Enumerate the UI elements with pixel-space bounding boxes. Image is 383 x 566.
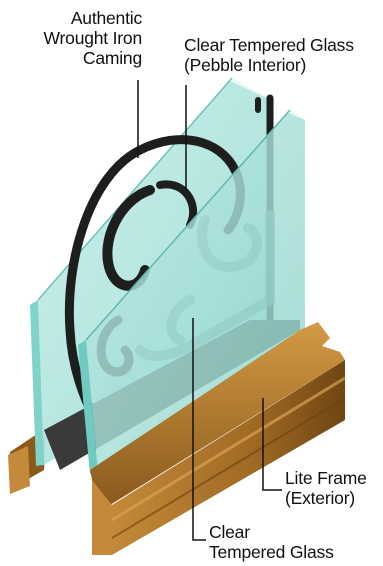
iron-caming-label-line2: Wrought Iron (44, 28, 142, 48)
iron-caming-callout: Authentic Wrought Iron Caming (44, 8, 142, 68)
lite-frame-label-line2: (Exterior) (285, 488, 367, 508)
lite-frame-label-line1: Lite Frame (285, 468, 367, 488)
pebble-glass-label-line2: (Pebble Interior) (184, 55, 354, 75)
pebble-glass-label-line1: Clear Tempered Glass (184, 35, 354, 55)
clear-glass-label-line2: Tempered Glass (209, 542, 334, 562)
pebble-glass-callout: Clear Tempered Glass (Pebble Interior) (184, 35, 354, 75)
clear-glass-label-line1: Clear (209, 522, 334, 542)
iron-caming-label-line3: Caming (44, 48, 142, 68)
clear-glass-callout: Clear Tempered Glass (209, 522, 334, 562)
lite-frame-callout: Lite Frame (Exterior) (285, 468, 367, 508)
iron-caming-label-line1: Authentic (44, 8, 142, 28)
